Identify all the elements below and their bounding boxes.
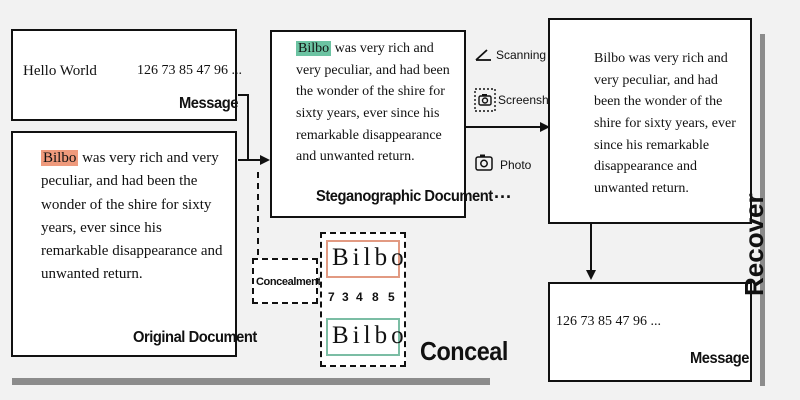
original-word-box: Bilbo xyxy=(326,240,404,278)
conceal-section-bar xyxy=(12,378,490,385)
merge-connector xyxy=(238,94,249,160)
digit-4: 8 xyxy=(372,290,379,304)
stego-document-caption: Steganographic Document xyxy=(316,188,493,205)
digit-2: 3 xyxy=(342,290,349,304)
concealment-detail-box: Bilbo 7 3 4 8 5 Bilbo xyxy=(320,232,406,367)
channel-scanning-label: Scanning xyxy=(496,48,547,62)
concealment-label-box: Concealment xyxy=(252,258,321,304)
stego-document-text: Bilbo was very rich and very peculiar, a… xyxy=(296,38,460,168)
channel-screenshot-label: Screenshot xyxy=(498,93,559,107)
digit-5: 5 xyxy=(388,290,395,304)
channel-more: ... xyxy=(494,182,513,202)
camera-icon xyxy=(475,154,493,171)
recover-section-label: Recover xyxy=(739,193,769,296)
original-word-spaced: Bilbo xyxy=(332,244,408,271)
screenshot-icon xyxy=(474,88,496,112)
digit-1: 7 xyxy=(328,290,335,304)
recovered-message-box: 126 73 85 47 96 ... Message xyxy=(548,282,752,382)
recovered-message-caption: Message xyxy=(690,350,749,367)
channel-photo-label: Photo xyxy=(500,158,532,172)
stego-highlight-word: Bilbo xyxy=(296,41,332,56)
encoded-numbers: 126 73 85 47 96 ... xyxy=(137,63,242,78)
recovered-document-box: Bilbo was very rich and very peculiar, a… xyxy=(548,18,752,224)
recover-section-bar xyxy=(760,34,765,386)
original-highlight-word: Bilbo xyxy=(41,150,79,166)
concealment-label: Concealment xyxy=(256,276,321,288)
recovered-document-text: Bilbo was very rich and very peculiar, a… xyxy=(594,51,736,197)
stego-word-box: Bilbo xyxy=(326,318,404,356)
original-document-text: Bilbo was very rich and very peculiar, a… xyxy=(41,147,229,287)
conceal-section-label: Conceal xyxy=(420,336,508,366)
digit-3: 4 xyxy=(356,290,363,304)
recovered-numbers: 126 73 85 47 96 ... xyxy=(556,314,661,329)
original-document-caption: Original Document xyxy=(133,329,257,346)
original-document-box: Bilbo was very rich and very peculiar, a… xyxy=(11,131,257,357)
input-message-box: Hello World 126 73 85 47 96 ... Message xyxy=(11,29,242,121)
scanner-icon xyxy=(475,49,491,61)
stego-body-text: was very rich and very peculiar, and had… xyxy=(296,41,450,165)
stego-word-spaced: Bilbo xyxy=(332,322,408,349)
message-caption: Message xyxy=(179,95,238,112)
stego-document-box: Bilbo was very rich and very peculiar, a… xyxy=(270,30,493,218)
hello-world-text: Hello World xyxy=(23,63,97,79)
original-body-text: was very rich and very peculiar, and had… xyxy=(41,150,223,283)
digit-row: 7 3 4 8 5 xyxy=(328,290,402,310)
